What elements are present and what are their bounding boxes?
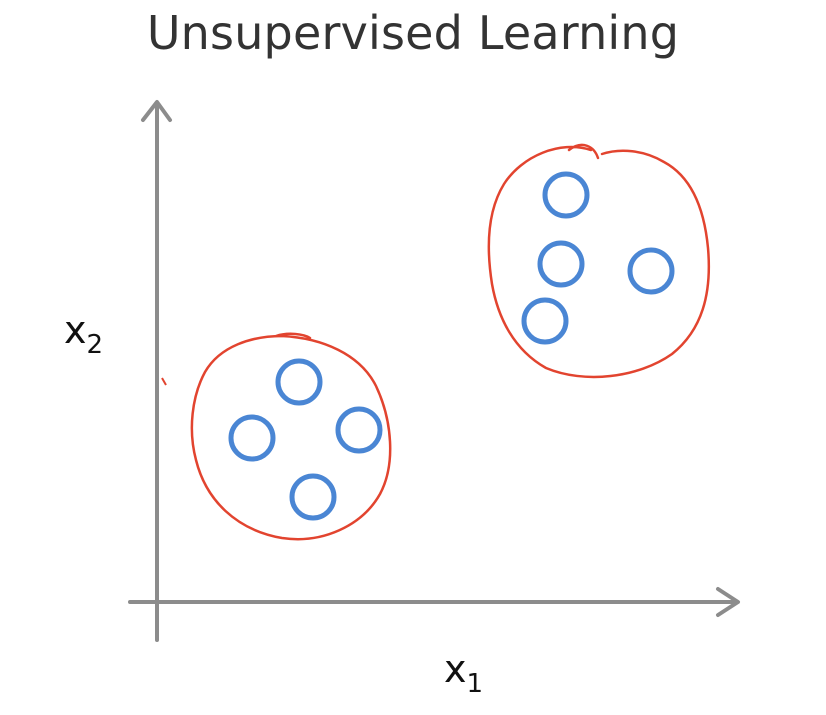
cluster-outline-lower-left xyxy=(190,332,392,541)
y-axis-label: x2 xyxy=(64,308,103,360)
x-axis-label: x1 xyxy=(444,647,483,699)
x-axis-subscript: 1 xyxy=(467,669,484,699)
data-point xyxy=(289,473,337,521)
data-point xyxy=(275,358,323,406)
data-point xyxy=(542,171,590,219)
slide-title: Unsupervised Learning xyxy=(146,6,680,60)
data-point xyxy=(537,240,585,288)
y-axis-subscript: 2 xyxy=(87,330,104,360)
x-axis-arrowhead xyxy=(716,587,740,617)
data-point xyxy=(521,297,569,345)
data-point xyxy=(228,414,276,462)
stray-mark xyxy=(161,377,167,386)
cluster-outline-upper-right xyxy=(487,143,711,379)
data-point xyxy=(627,247,675,295)
data-point xyxy=(335,406,383,454)
y-axis-arrowhead xyxy=(141,100,172,122)
